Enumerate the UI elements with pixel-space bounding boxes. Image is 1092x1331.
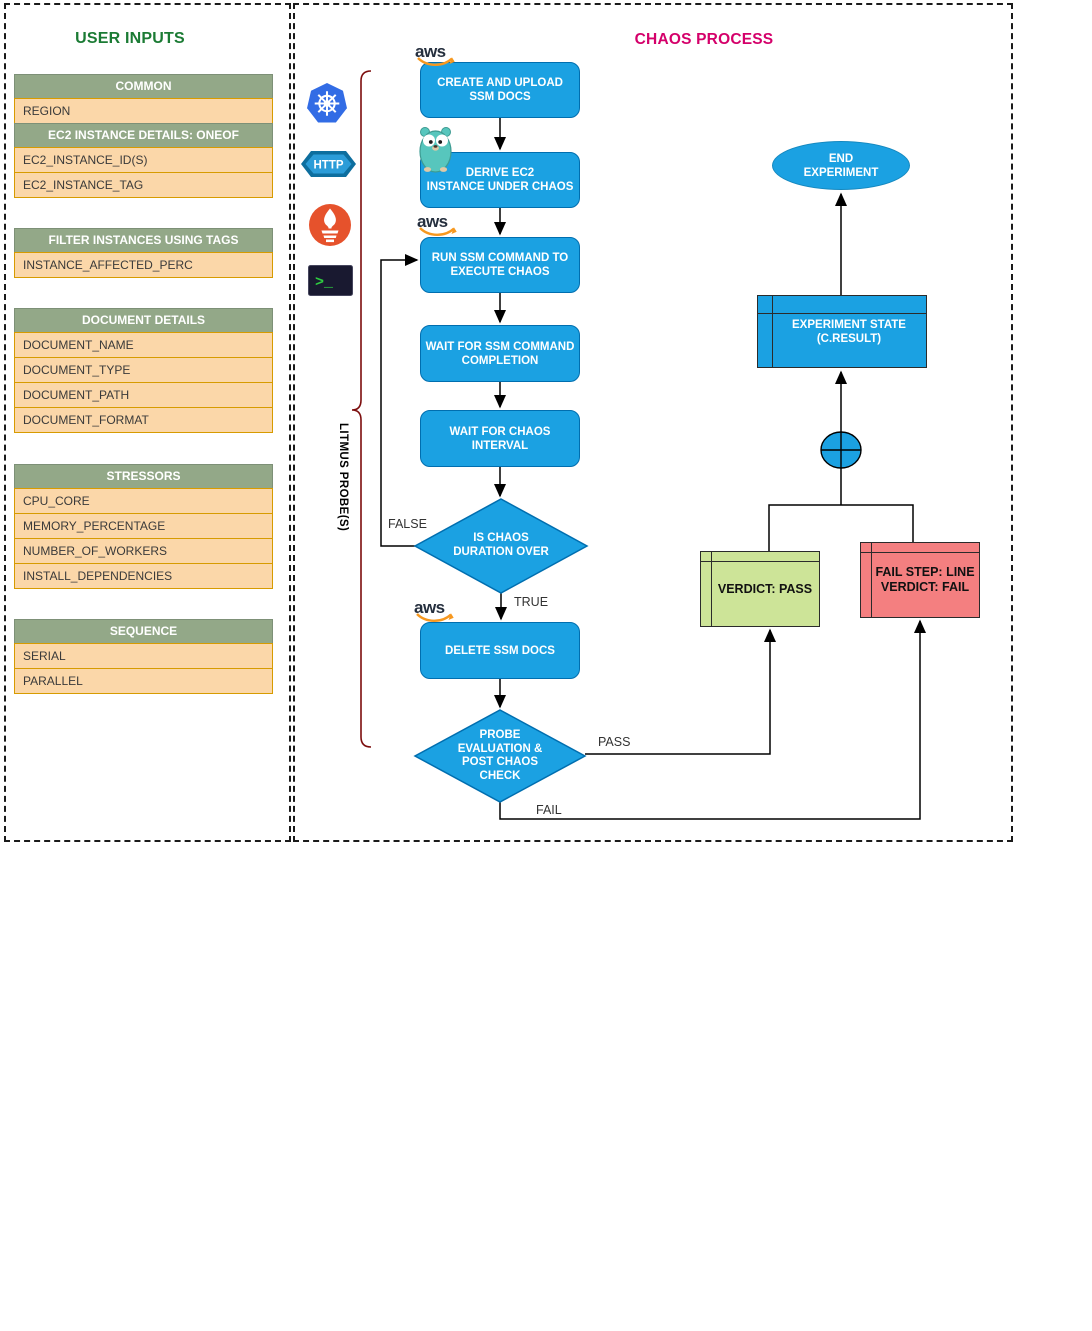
common-table: COMMON REGION EC2 INSTANCE DETAILS: ONEO… <box>14 74 273 198</box>
aws-logo: aws <box>417 212 463 242</box>
create-upload-ssm-docs-label: CREATE AND UPLOAD SSM DOCS <box>437 77 563 103</box>
pass-edge-label: PASS <box>598 735 631 749</box>
table-header-sequence: SEQUENCE <box>14 619 273 644</box>
litmus-probes-label: LITMUS PROBE(S) <box>337 423 349 532</box>
fail-edge-label: FAIL <box>536 803 562 817</box>
experiment-state-box: EXPERIMENT STATE (C.RESULT) <box>757 295 927 368</box>
table-header-filter-instances: FILTER INSTANCES USING TAGS <box>14 228 273 253</box>
table-row-document-path: DOCUMENT_PATH <box>14 382 273 408</box>
aws-logo-text: aws <box>414 598 445 617</box>
table-row-ec2-instance-tag: EC2_INSTANCE_TAG <box>14 172 273 198</box>
partition-line-vertical <box>711 552 712 626</box>
end-experiment-ellipse: END EXPERIMENT <box>772 141 910 190</box>
table-header-document-details: DOCUMENT DETAILS <box>14 308 273 333</box>
is-chaos-duration-over-label: IS CHAOS DURATION OVER <box>453 532 549 558</box>
chaos-process-title: CHAOS PROCESS <box>634 31 774 48</box>
table-row-instance-affected-perc: INSTANCE_AFFECTED_PERC <box>14 252 273 278</box>
partition-line-horizontal <box>758 313 926 314</box>
table-row-install-dependencies: INSTALL_DEPENDENCIES <box>14 563 273 589</box>
stressors-table: STRESSORS CPU_CORE MEMORY_PERCENTAGE NUM… <box>14 464 273 589</box>
create-upload-ssm-docs-box: CREATE AND UPLOAD SSM DOCS <box>420 62 580 118</box>
wait-chaos-interval-label: WAIT FOR CHAOS INTERVAL <box>449 425 551 452</box>
run-ssm-command-box: RUN SSM COMMAND TO EXECUTE CHAOS <box>420 237 580 293</box>
table-row-document-type: DOCUMENT_TYPE <box>14 357 273 383</box>
table-row-document-name: DOCUMENT_NAME <box>14 332 273 358</box>
end-experiment-label: END EXPERIMENT <box>803 152 879 179</box>
fail-step-box: FAIL STEP: LINE VERDICT: FAIL <box>860 542 980 618</box>
wait-ssm-completion-label: WAIT FOR SSM COMMAND COMPLETION <box>425 340 575 367</box>
table-row-memory-percentage: MEMORY_PERCENTAGE <box>14 513 273 539</box>
delete-ssm-docs-box: DELETE SSM DOCS <box>420 622 580 679</box>
partition-line-vertical <box>871 543 872 617</box>
partition-line-horizontal <box>861 552 979 553</box>
delete-ssm-docs-label: DELETE SSM DOCS <box>445 644 555 657</box>
verdict-pass-label: VERDICT: PASS <box>717 581 813 596</box>
aws-logo-text: aws <box>417 212 448 231</box>
derive-ec2-instance-box: DERIVE EC2 INSTANCE UNDER CHAOS <box>420 152 580 208</box>
aws-logo: aws <box>415 42 461 72</box>
table-row-cpu-core: CPU_CORE <box>14 488 273 514</box>
aws-logo-text: aws <box>415 42 446 61</box>
wait-ssm-completion-box: WAIT FOR SSM COMMAND COMPLETION <box>420 325 580 382</box>
table-header-stressors: STRESSORS <box>14 464 273 489</box>
http-probe-icon: HTTP <box>300 149 357 184</box>
false-edge-label: FALSE <box>388 517 427 531</box>
derive-ec2-instance-label: DERIVE EC2 INSTANCE UNDER CHAOS <box>426 167 574 193</box>
wait-chaos-interval-box: WAIT FOR CHAOS INTERVAL <box>420 410 580 467</box>
sequence-table: SEQUENCE SERIAL PARALLEL <box>14 619 273 694</box>
table-row-document-format: DOCUMENT_FORMAT <box>14 407 273 433</box>
fail-step-label: FAIL STEP: LINE VERDICT: FAIL <box>875 565 975 594</box>
table-header-ec2-instance-details: EC2 INSTANCE DETAILS: ONEOF <box>14 123 273 148</box>
aws-smile-icon <box>417 57 455 67</box>
terminal-icon-label: >_ <box>315 274 334 291</box>
aws-smile-icon <box>416 613 454 623</box>
filter-instances-table: FILTER INSTANCES USING TAGS INSTANCE_AFF… <box>14 228 273 278</box>
prometheus-icon <box>308 203 352 253</box>
chaos-process-panel <box>293 3 1013 842</box>
user-inputs-title: USER INPUTS <box>75 30 185 47</box>
go-gopher-icon <box>418 126 453 178</box>
table-row-number-of-workers: NUMBER_OF_WORKERS <box>14 538 273 564</box>
http-icon-label: HTTP <box>313 160 343 172</box>
partition-line-vertical <box>772 296 773 367</box>
terminal-cmd-probe-icon: >_ <box>308 265 353 301</box>
table-row-serial: SERIAL <box>14 643 273 669</box>
partition-line-horizontal <box>701 561 819 562</box>
table-row-region: REGION <box>14 98 273 124</box>
true-edge-label: TRUE <box>514 595 549 609</box>
table-row-ec2-instance-ids: EC2_INSTANCE_ID(S) <box>14 147 273 173</box>
experiment-state-label: EXPERIMENT STATE (C.RESULT) <box>792 318 906 345</box>
run-ssm-command-label: RUN SSM COMMAND TO EXECUTE CHAOS <box>431 252 569 278</box>
table-header-common: COMMON <box>14 74 273 99</box>
document-details-table: DOCUMENT DETAILS DOCUMENT_NAME DOCUMENT_… <box>14 308 273 433</box>
aws-smile-icon <box>419 227 457 237</box>
probe-evaluation-label: PROBE EVALUATION & POST CHAOS CHECK <box>457 729 543 782</box>
verdict-pass-box: VERDICT: PASS <box>700 551 820 627</box>
kubernetes-icon <box>304 82 350 130</box>
aws-logo: aws <box>414 598 460 628</box>
table-row-parallel: PARALLEL <box>14 668 273 694</box>
